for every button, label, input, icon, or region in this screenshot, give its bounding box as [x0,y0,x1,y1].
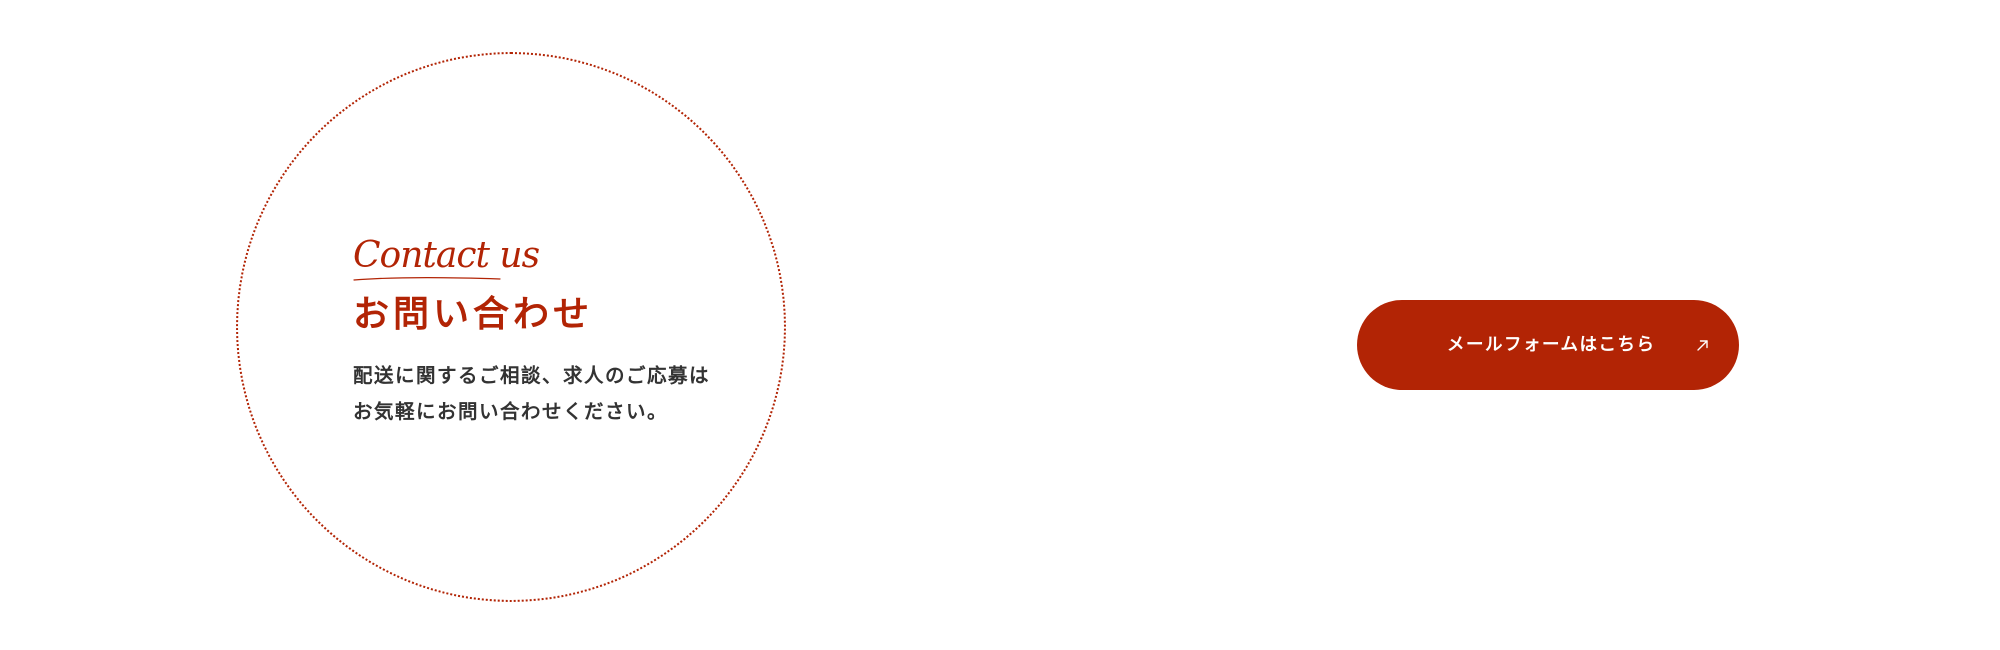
dotted-circle-decoration [236,52,786,602]
contact-heading: お問い合わせ [353,294,594,335]
mail-form-button-label: メールフォームはこちら [1447,335,1656,355]
contact-description: 配送に関するご相談、求人のご応募は お気軽にお問い合わせください。 [353,358,710,430]
script-flourish [353,277,501,281]
mail-form-button[interactable]: メールフォームはこちら [1357,300,1739,390]
contact-description-line-1: 配送に関するご相談、求人のご応募は [353,364,711,387]
contact-description-line-2: お気軽にお問い合わせください。 [353,400,669,423]
arrow-up-right-icon [1697,340,1708,351]
contact-us-script-label: Contact us [353,235,540,276]
